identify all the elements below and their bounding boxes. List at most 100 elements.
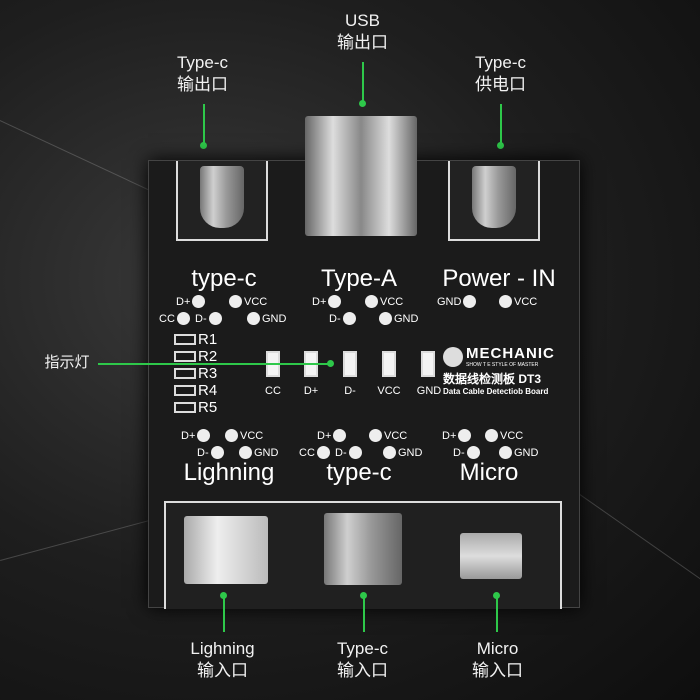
usb-a-port — [305, 116, 417, 236]
pin-pad — [499, 446, 512, 459]
pin-label: VCC — [384, 429, 408, 442]
led-dminus — [343, 351, 357, 377]
pin-vcc: VCC — [229, 295, 267, 308]
pin-pad — [333, 429, 347, 442]
callout-subtitle: 输入口 — [337, 661, 388, 680]
pin-pad — [328, 295, 342, 308]
typea-title: Type-A — [320, 265, 398, 292]
pin-dplus: D+ — [312, 295, 342, 308]
led-vcc — [382, 351, 396, 377]
typec-output-callout: Type-c 输出口 — [155, 52, 250, 96]
pin-label: D+ — [176, 295, 191, 308]
callout-title: Type-c — [336, 639, 389, 658]
indicator-callout: 指示灯 — [44, 354, 90, 371]
brand-slogan: SHOW T E STYLE OF MASTER — [466, 362, 539, 368]
brand-name: MECHANIC — [466, 345, 555, 362]
lightning-input-callout: Lighning 输入口 — [170, 638, 275, 682]
pin-pad — [342, 312, 356, 325]
product-name-cn: 数据线检测板 — [443, 372, 516, 386]
pin-label: GND — [254, 446, 279, 459]
pin-label: GND — [398, 446, 423, 459]
callout-subtitle: 输出口 — [177, 75, 228, 94]
typec-input-port — [324, 513, 402, 585]
callout-title: Micro — [476, 639, 519, 658]
pin-dminus: D- — [195, 312, 222, 325]
pin-dminus: D- — [453, 446, 480, 459]
typec-power-callout: Type-c 供电口 — [453, 52, 548, 96]
pin-dplus: D+ — [442, 429, 472, 442]
pin-vcc: VCC — [485, 429, 523, 442]
pin-pad — [379, 312, 392, 325]
pin-pad — [208, 312, 222, 325]
led-label: CC — [265, 385, 281, 397]
pin-dminus: D- — [335, 446, 362, 459]
pointer-dot — [359, 100, 366, 107]
pin-pad — [466, 446, 480, 459]
resistor-r5: R5 — [174, 399, 217, 416]
callout-subtitle: 输出口 — [337, 33, 388, 52]
resistor-pad — [174, 368, 196, 379]
lightning-title: Lighning — [183, 459, 275, 486]
pin-gnd: GND — [383, 446, 422, 459]
pin-gnd: GND — [499, 446, 538, 459]
mechanic-mascot-icon — [443, 346, 463, 367]
callout-title: Type-c — [176, 53, 229, 72]
lightning-input-port — [184, 516, 268, 584]
pin-vcc: VCC — [369, 429, 407, 442]
pin-label: CC — [159, 312, 175, 325]
resistor-pad — [174, 385, 196, 396]
pointer-dot — [497, 142, 504, 149]
pin-label: VCC — [244, 295, 268, 308]
pin-cc: CC — [159, 312, 190, 325]
pointer-dot — [360, 592, 367, 599]
pin-pad — [458, 429, 472, 442]
pin-gnd: GND — [379, 312, 418, 325]
resistor-r4: R4 — [174, 382, 217, 399]
pin-pad — [463, 295, 477, 308]
pointer-dot — [327, 360, 334, 367]
pin-pad — [239, 446, 252, 459]
pin-pad — [369, 429, 382, 442]
pin-gnd: GND — [437, 295, 477, 308]
callout-title: Type-c — [474, 53, 527, 72]
pin-pad — [383, 446, 396, 459]
brand-logo: MECHANIC SHOW T E STYLE OF MASTER 数据线检测板… — [443, 345, 573, 396]
pin-pad — [229, 295, 242, 308]
pin-pad — [192, 295, 206, 308]
usb-output-callout: USB 输出口 — [315, 10, 410, 54]
pin-vcc: VCC — [365, 295, 403, 308]
callout-title: Lighning — [190, 639, 255, 658]
pin-label: GND — [437, 295, 462, 308]
callout-title: USB — [345, 11, 380, 30]
pin-vcc: VCC — [499, 295, 537, 308]
pin-dplus: D+ — [317, 429, 347, 442]
resistor-pad — [174, 334, 196, 345]
resistor-label: R2 — [198, 348, 218, 365]
product-name-en: Data Cable Detectiob Board — [443, 387, 549, 396]
pin-pad — [348, 446, 362, 459]
typec-title: type-c — [191, 265, 257, 292]
pin-label: D- — [335, 446, 347, 459]
pin-label: D+ — [312, 295, 327, 308]
resistor-pad — [174, 351, 196, 362]
pin-gnd: GND — [247, 312, 286, 325]
pin-label: VCC — [240, 429, 264, 442]
led-label: D- — [344, 385, 356, 397]
pin-label: CC — [299, 446, 315, 459]
resistor-r2: R2 — [174, 348, 217, 365]
resistor-label: R1 — [198, 331, 218, 348]
typec-output-port — [176, 161, 268, 241]
pointer-dot — [493, 592, 500, 599]
callout-subtitle: 供电口 — [475, 75, 526, 94]
pin-pad — [365, 295, 378, 308]
pin-pad — [210, 446, 224, 459]
pin-label: D- — [329, 312, 341, 325]
marble-vein — [559, 480, 700, 596]
pin-dplus: D+ — [176, 295, 206, 308]
pin-pad — [197, 429, 211, 442]
pin-label: D- — [195, 312, 207, 325]
pin-label: D+ — [317, 429, 332, 442]
pointer-line — [363, 596, 365, 632]
resistor-r1: R1 — [174, 331, 217, 348]
pin-cc: CC — [299, 446, 330, 459]
